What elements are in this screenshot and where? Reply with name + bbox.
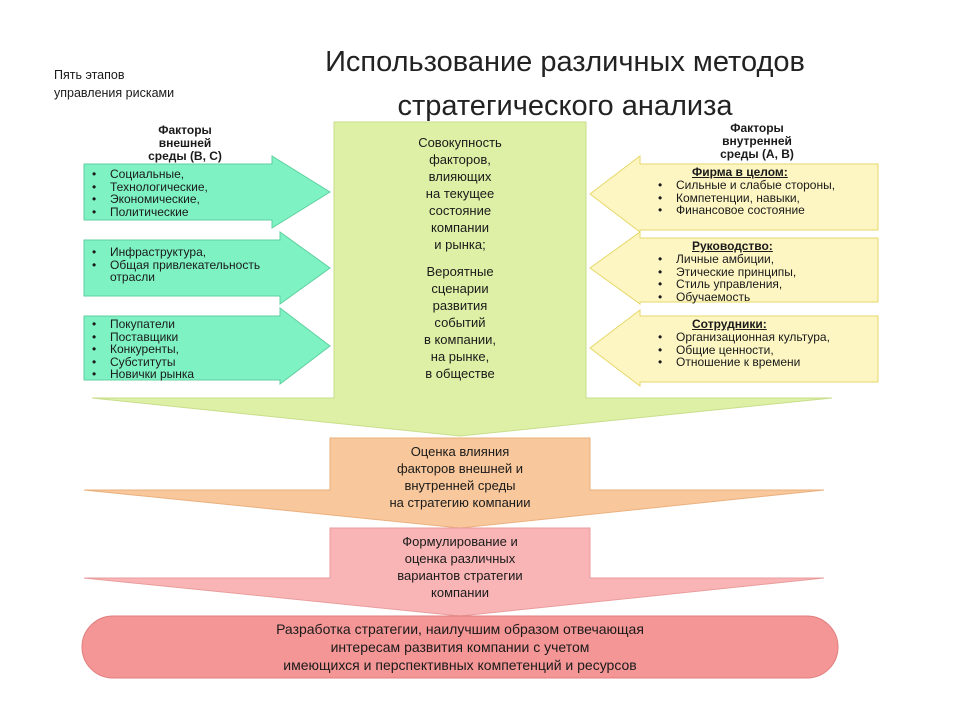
title-line: стратегического анализа [397,90,733,122]
header-line: среды (В, С) [148,149,222,163]
center-line: Совокупность [418,135,502,150]
list-item: Финансовое состояние [654,204,876,217]
list-item: Поставщики [88,330,288,344]
header-line: внутренней [722,134,792,148]
list-item: Социальные, [88,168,288,181]
list-item: Отношение к времени [654,356,876,369]
stage-line: вариантов стратегии [397,568,523,583]
list-item: Политические [88,205,288,219]
strategy-formulation-text: Формулирование и оценка различных вариан… [330,533,590,601]
internal-box-2-list: Личные амбиции, Этические принципы, Стил… [640,253,876,303]
list-item: Общая привлекательность отрасли [88,258,288,284]
central-arrow [91,121,833,437]
list-item: Инфраструктура, [88,246,288,259]
stage-line: интересам развития компании с учетом [330,639,590,655]
external-factors-header: Факторы внешней среды (В, С) [120,124,250,163]
list-item: Новички рынка [88,368,288,381]
center-line: влияющих [428,169,492,184]
stage-line: Формулирование и [402,534,518,549]
side-note: Пять этапов управления рисками [54,66,174,102]
center-line: в компании, [423,332,497,347]
stage-line: компании [431,585,489,600]
center-line: и рынка; [434,237,486,252]
center-line: на рынке, [430,349,490,364]
stage-line: факторов внешней и [396,461,524,476]
external-box-3-list: Покупатели Поставщики Конкуренты, Субсти… [88,318,288,381]
header-line: среды (А, В) [720,147,794,161]
center-line: сценарии [431,281,489,296]
header-line: Факторы [158,123,212,137]
center-line: на текущее [425,186,495,201]
center-line: событий [434,315,486,330]
stage-line: внутренней среды [404,478,516,493]
list-item: Стиль управления, [654,278,876,291]
impact-assessment-text: Оценка влияния факторов внешней и внутре… [330,443,590,511]
box-heading: Фирма в целом: [692,165,788,179]
center-line: Вероятные [426,264,494,279]
strategy-development-oval [81,615,839,679]
center-line: компании [431,220,489,235]
central-factors-text: Совокупность факторов, влияющих на текущ… [346,134,574,382]
internal-box-3-list: Организационная культура, Общие ценности… [640,331,876,369]
list-item: Технологические, [88,180,288,194]
list-item: Сильные и слабые стороны, [654,179,876,192]
stage-line: на стратегию компании [389,495,531,510]
stage-line: имеющихся и перспективных компетенций и … [283,657,637,673]
list-item: Экономические, [88,193,288,206]
external-box-1-list: Социальные, Технологические, Экономическ… [88,168,288,218]
list-item: Общие ценности, [654,343,876,357]
side-note-line: Пять этапов [54,68,125,82]
header-line: внешней [158,136,212,150]
list-item: Обучаемость [654,290,876,304]
internal-box-1-list: Сильные и слабые стороны, Компетенции, н… [640,179,876,217]
side-note-line: управления рисками [54,86,175,100]
list-item: Личные амбиции, [654,253,876,266]
page-title: Использование различных методов стратеги… [245,40,885,128]
center-line: в обществе [425,366,495,381]
center-line: состояние [428,203,492,218]
internal-box-1: Фирма в целом: Сильные и слабые стороны,… [640,166,876,217]
internal-factors-header: Факторы внутренней среды (А, В) [692,122,822,161]
stage-line: Разработка стратегии, наилучшим образом … [276,621,644,637]
list-item: Этические принципы, [654,265,876,279]
center-line: развития [432,298,488,313]
title-line: Использование различных методов [325,46,805,78]
strategy-formulation-arrow [83,527,825,617]
stage-line: Оценка влияния [410,444,510,459]
internal-box-2: Руководство: Личные амбиции, Этические п… [640,240,876,303]
list-item: Субституты [88,355,288,369]
strategy-development-text: Разработка стратегии, наилучшим образом … [100,620,820,674]
center-line: факторов, [429,152,491,167]
impact-assessment-arrow [83,437,825,529]
header-line: Факторы [730,121,784,135]
list-item: Компетенции, навыки, [654,191,876,205]
list-item: Организационная культура, [654,331,876,344]
internal-box-3: Сотрудники: Организационная культура, Об… [640,318,876,369]
list-item: Покупатели [88,318,288,331]
external-box-2-list: Инфраструктура, Общая привлекательность … [88,246,288,284]
stage-line: оценка различных [404,551,516,566]
box-heading: Руководство: [692,239,773,253]
box-heading: Сотрудники: [692,317,767,331]
list-item: Конкуренты, [88,343,288,356]
